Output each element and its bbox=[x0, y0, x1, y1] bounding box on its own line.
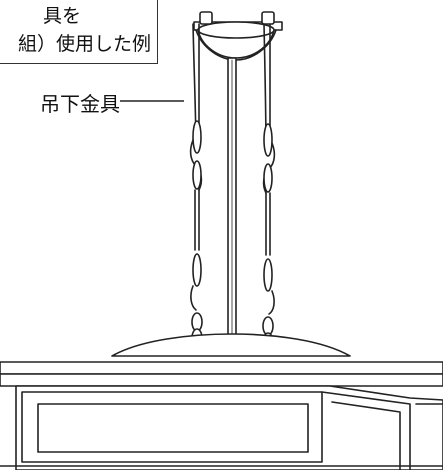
left-chain bbox=[189, 23, 203, 348]
caption-box: 具を 組）使用した例 bbox=[0, 0, 158, 64]
caption-line-2: 組）使用した例 bbox=[17, 33, 151, 55]
center-rod bbox=[227, 57, 237, 349]
shade-body bbox=[0, 385, 443, 470]
ceiling-canopy bbox=[193, 11, 283, 61]
caption-line-1: 具を bbox=[42, 5, 81, 27]
hanging-fixture-label: 吊下金具 bbox=[40, 92, 120, 116]
shade-top bbox=[0, 333, 443, 387]
right-chain bbox=[262, 23, 276, 352]
